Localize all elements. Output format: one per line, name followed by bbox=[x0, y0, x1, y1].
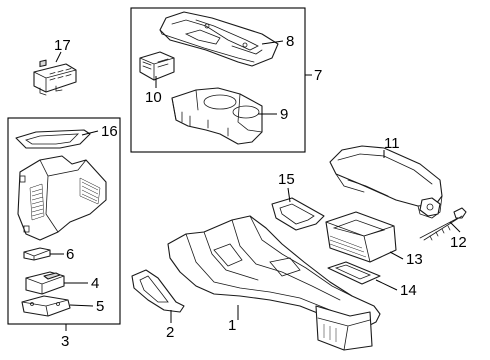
callout-5: 5 bbox=[96, 298, 104, 315]
callout-9: 9 bbox=[280, 106, 288, 123]
callout-15: 15 bbox=[278, 171, 295, 188]
group-box-3 bbox=[7, 117, 121, 325]
callout-1: 1 bbox=[228, 317, 236, 334]
callout-10: 10 bbox=[145, 89, 162, 106]
part-3-bracket bbox=[17, 155, 107, 241]
part-10-switch bbox=[139, 51, 175, 81]
callout-3: 3 bbox=[61, 333, 69, 350]
callout-14: 14 bbox=[400, 282, 417, 299]
leader-17 bbox=[55, 51, 62, 63]
part-14-tray-mat bbox=[327, 261, 381, 285]
part-15-tray bbox=[271, 197, 325, 231]
leader-16 bbox=[81, 130, 99, 136]
callout-8: 8 bbox=[286, 33, 294, 50]
part-9-cup-holder bbox=[171, 87, 263, 145]
leader-15 bbox=[287, 187, 291, 203]
part-11-armrest bbox=[329, 145, 443, 219]
part-8-trim-bezel bbox=[159, 11, 279, 67]
callout-12: 12 bbox=[450, 234, 467, 251]
callout-4: 4 bbox=[91, 275, 99, 292]
part-13-storage-bin bbox=[325, 211, 397, 263]
part-6-clip bbox=[23, 247, 51, 261]
callout-16: 16 bbox=[101, 123, 118, 140]
callout-13: 13 bbox=[406, 251, 423, 268]
part-1-console bbox=[167, 215, 381, 351]
part-12-bolt bbox=[419, 207, 467, 241]
callout-6: 6 bbox=[66, 246, 74, 263]
callout-7: 7 bbox=[314, 67, 322, 84]
callout-17: 17 bbox=[54, 37, 71, 54]
part-2-side-trim bbox=[131, 269, 185, 313]
callout-11: 11 bbox=[384, 135, 400, 152]
part-17-switch bbox=[33, 59, 77, 96]
leader-12 bbox=[449, 221, 461, 233]
part-4-module bbox=[25, 271, 65, 295]
callout-2: 2 bbox=[166, 324, 174, 341]
part-5-bracket bbox=[21, 295, 71, 317]
leader-13 bbox=[389, 251, 404, 260]
leader-14 bbox=[375, 279, 398, 291]
group-box-7 bbox=[130, 7, 306, 153]
part-16-bezel-frame bbox=[15, 129, 91, 149]
leader-5 bbox=[69, 304, 94, 307]
leader-8 bbox=[261, 40, 284, 45]
